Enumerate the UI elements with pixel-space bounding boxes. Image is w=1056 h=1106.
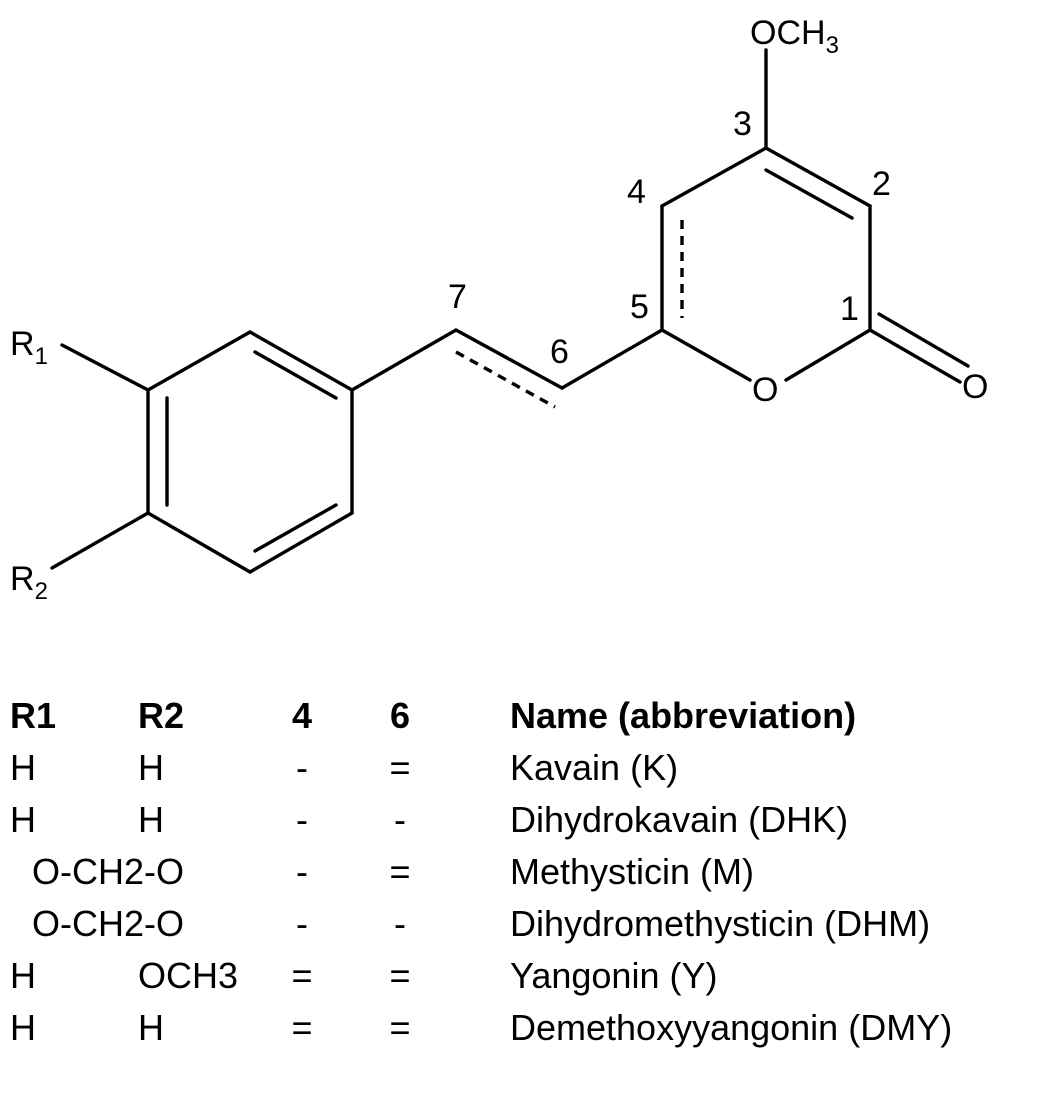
cell-name: Yangonin (Y)	[510, 955, 718, 996]
carbonyl-bond-1	[868, 328, 962, 384]
cell-position-4: -	[296, 799, 308, 840]
c7-c6-bond	[454, 328, 564, 390]
header-r2: R2	[138, 695, 185, 736]
cell-r1: H	[10, 747, 36, 788]
cell-position-6: =	[389, 955, 411, 996]
cell-name: Dihydrokavain (DHK)	[510, 799, 849, 840]
cell-name: Demethoxyyangonin (DMY)	[510, 1007, 953, 1048]
cell-name: Dihydromethysticin (DHM)	[510, 903, 931, 944]
r2-bond	[50, 511, 150, 570]
methoxy-label: OCH3	[750, 14, 839, 59]
cell-position-4: -	[296, 747, 308, 788]
cell-position-4: =	[291, 1007, 313, 1048]
r1-bond	[60, 343, 150, 392]
cell-r1-r2-merged: O-CH2-O	[32, 851, 184, 892]
position-1: 1	[840, 290, 859, 328]
header-r1: R1	[10, 695, 57, 736]
cell-position-4: -	[296, 903, 308, 944]
pyranone-ring	[660, 146, 872, 382]
cell-position-6: =	[389, 851, 411, 892]
table-row: O-CH2-O - = Methysticin (M)	[0, 846, 1056, 898]
cell-position-6: -	[394, 799, 406, 840]
table-header: R1 R2 4 6 Name (abbreviation)	[0, 690, 1056, 742]
r1-label: R1	[10, 325, 48, 370]
position-5: 5	[630, 288, 649, 326]
cell-r1-r2-merged: O-CH2-O	[32, 903, 184, 944]
cell-position-4: -	[296, 851, 308, 892]
cell-position-6: =	[389, 747, 411, 788]
cell-position-6: =	[389, 1007, 411, 1048]
cell-r2: OCH3	[138, 955, 239, 996]
table-row: O-CH2-O - - Dihydromethysticin (DHM)	[0, 898, 1056, 950]
header-position-4: 4	[291, 695, 313, 736]
position-7: 7	[448, 278, 467, 316]
position-3: 3	[733, 105, 752, 143]
header-name: Name (abbreviation)	[510, 695, 857, 736]
cell-r2: H	[138, 747, 164, 788]
table-row: H OCH3 = = Yangonin (Y)	[0, 950, 1056, 1002]
cell-r1: H	[10, 955, 36, 996]
ring-to-c7-bond	[350, 328, 458, 392]
cell-r2: H	[138, 1007, 164, 1048]
c6-c5-bond	[560, 328, 664, 390]
position-6: 6	[550, 333, 569, 371]
ring-oxygen-label: O	[752, 371, 778, 409]
c7-c6-dashed-bond	[455, 350, 556, 409]
carbonyl-bond-2	[877, 312, 970, 368]
table-row: H H = = Demethoxyyangonin (DMY)	[0, 1002, 1056, 1054]
cell-r1: H	[10, 1007, 36, 1048]
cell-r2: H	[138, 799, 164, 840]
table-row: H H - = Kavain (K)	[0, 742, 1056, 794]
position-2: 2	[872, 165, 891, 203]
benzene-ring	[146, 330, 354, 574]
cell-position-4: =	[291, 955, 313, 996]
cell-r1: H	[10, 799, 36, 840]
table-row: H H - - Dihydrokavain (DHK)	[0, 794, 1056, 846]
cell-position-6: -	[394, 903, 406, 944]
carbonyl-oxygen-label: O	[962, 368, 988, 406]
position-4: 4	[627, 173, 646, 211]
kavalactone-structure: OCH3 R1 R2 O O 1 2 3 4 5 6 7	[10, 14, 988, 605]
cell-name: Kavain (K)	[510, 747, 679, 788]
header-position-6: 6	[389, 695, 411, 736]
r2-label: R2	[10, 560, 48, 605]
cell-name: Methysticin (M)	[510, 851, 755, 892]
